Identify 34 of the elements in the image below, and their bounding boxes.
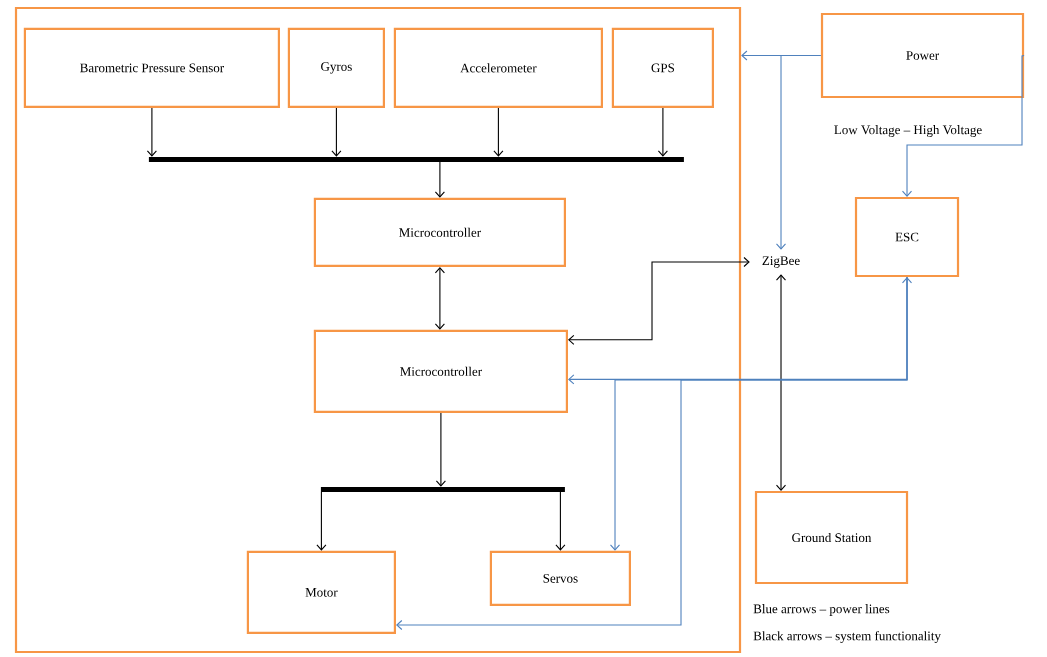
- arrow: [775, 54, 787, 250]
- component-box: Gyros: [287, 27, 385, 108]
- arrow: [555, 491, 566, 551]
- bus-bar: [320, 486, 565, 492]
- component-box: Servos: [489, 550, 631, 606]
- panel-frame: [14, 6, 742, 654]
- arrow: [493, 107, 504, 157]
- legend-note: Black arrows – system functionality: [752, 630, 942, 644]
- arrow: [775, 274, 787, 491]
- arrow: [434, 267, 445, 330]
- component-box: GPS: [611, 27, 714, 108]
- arrow: [396, 276, 908, 631]
- arrow: [434, 161, 445, 198]
- bus-bar: [148, 156, 684, 162]
- component-box: Accelerometer: [393, 27, 603, 108]
- arrow: [316, 491, 327, 551]
- arrow: [568, 277, 913, 385]
- legend-note: Blue arrows – power lines: [752, 603, 891, 617]
- arrow: [146, 107, 157, 157]
- component-box: Power: [820, 12, 1025, 99]
- component-box: Ground Station: [754, 490, 909, 585]
- component-box: Barometric Pressure Sensor: [23, 27, 280, 108]
- arrow: [331, 107, 342, 157]
- arrow: [568, 256, 750, 345]
- component-box: Microcontroller: [313, 197, 566, 267]
- arrow: [657, 107, 668, 157]
- component-box: Motor: [246, 550, 396, 634]
- component-box: ESC: [854, 196, 960, 278]
- component-box: Microcontroller: [313, 329, 568, 413]
- arrow: [901, 54, 1025, 197]
- arrow: [741, 50, 822, 61]
- module-label: ZigBee: [762, 256, 800, 268]
- arrow: [435, 412, 446, 487]
- voltage-label: Low Voltage – High Voltage: [832, 124, 984, 138]
